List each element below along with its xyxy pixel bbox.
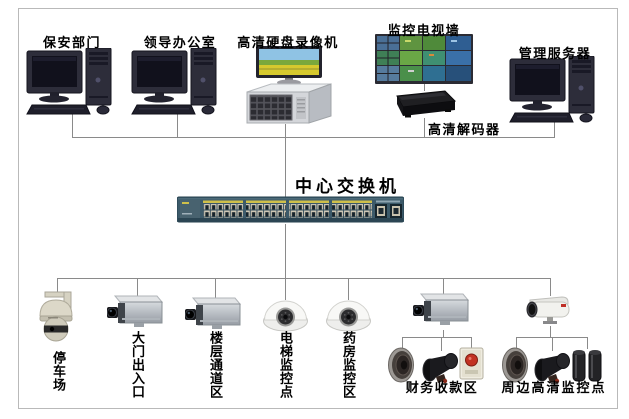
connector-line xyxy=(516,337,517,348)
connector-sub-bus-perimeter xyxy=(516,337,587,338)
workstation-icon xyxy=(509,56,595,123)
dome-camera-icon xyxy=(326,300,371,332)
device-security-dept xyxy=(26,48,118,116)
device-mgmt-server xyxy=(509,56,601,124)
monitor-wall-icon xyxy=(375,34,473,84)
label-gate: 大门出入口 xyxy=(130,331,145,399)
connector-sub-bus-finance xyxy=(402,337,472,338)
label-center-switch: 中心交换机 xyxy=(295,177,400,196)
network-switch-icon xyxy=(177,196,404,223)
connector-line xyxy=(424,83,425,91)
label-hd-dvr: 高清硬盘录像机 xyxy=(237,35,339,50)
device-hd-dvr xyxy=(243,46,335,126)
connector-line xyxy=(285,224,286,278)
connector-line xyxy=(424,118,425,137)
device-parking-camera xyxy=(33,291,83,349)
connector-line xyxy=(443,278,444,294)
connector-line xyxy=(552,337,553,351)
alarm-button-icon xyxy=(459,347,484,380)
label-corridor: 楼层通道区 xyxy=(208,331,223,399)
connector-line xyxy=(441,337,442,351)
connector-line xyxy=(554,122,555,137)
ir-detector-icon xyxy=(572,350,602,382)
siren-icon xyxy=(422,353,458,384)
device-corridor-camera xyxy=(184,296,246,334)
connector-line xyxy=(348,278,349,300)
label-finance: 财务收款区 xyxy=(405,380,479,395)
dvr-icon xyxy=(246,46,332,124)
label-hd-decoder: 高清解码器 xyxy=(428,122,501,137)
connector-line xyxy=(443,330,444,337)
workstation-icon xyxy=(131,48,217,115)
box-camera-icon xyxy=(107,295,164,327)
siren-icon xyxy=(534,353,570,384)
connector-line xyxy=(285,124,286,197)
device-center-switch xyxy=(177,196,404,224)
connector-line xyxy=(402,337,403,348)
connector-line xyxy=(550,326,551,337)
peripheral-perimeter-speaker xyxy=(502,346,531,384)
box-camera-icon xyxy=(413,293,470,325)
device-gate-camera xyxy=(106,294,168,332)
connector-line xyxy=(550,278,551,296)
label-elevator: 电梯监控点 xyxy=(278,331,293,399)
connector-line xyxy=(285,278,286,300)
label-pharmacy: 药房监控区 xyxy=(341,331,356,399)
peripheral-finance-speaker xyxy=(388,346,417,384)
workstation-icon xyxy=(26,48,112,115)
device-perimeter-camera xyxy=(522,294,578,328)
connector-line xyxy=(177,114,178,137)
device-leader-office xyxy=(131,48,223,116)
peripheral-perimeter-ir-detectors xyxy=(572,347,602,383)
dome-camera-icon xyxy=(263,300,308,332)
label-parking: 停车场 xyxy=(51,351,66,392)
label-security-dept: 保安部门 xyxy=(42,35,101,50)
label-mgmt-server: 管理服务器 xyxy=(518,46,592,61)
label-leader-office: 领导办公室 xyxy=(143,35,217,50)
peripheral-perimeter-siren xyxy=(534,349,571,386)
device-tv-wall xyxy=(375,34,473,84)
label-tv-wall: 监控电视墙 xyxy=(387,23,461,38)
connector-line xyxy=(57,278,58,292)
connector-bus-top xyxy=(72,137,555,138)
connector-line xyxy=(587,337,588,349)
connector-line xyxy=(215,278,216,298)
peripheral-finance-alarm-button xyxy=(459,347,484,381)
peripheral-finance-siren xyxy=(422,349,459,386)
connector-line xyxy=(72,114,73,137)
speaker-icon xyxy=(502,347,528,383)
connector-line xyxy=(137,278,138,296)
diagram-border xyxy=(18,8,618,409)
box-camera-icon xyxy=(185,297,242,329)
connector-line xyxy=(471,337,472,349)
device-finance-camera xyxy=(412,292,474,330)
device-hd-decoder xyxy=(389,88,459,120)
device-pharmacy-camera xyxy=(325,298,372,332)
label-perimeter: 周边高清监控点 xyxy=(501,380,607,395)
speaker-icon xyxy=(388,347,414,383)
connector-bus-bottom xyxy=(57,278,550,279)
bullet-camera-icon xyxy=(526,296,570,324)
device-elevator-camera xyxy=(262,298,309,332)
decoder-icon xyxy=(396,90,457,118)
ptz-dome-camera-icon xyxy=(39,291,73,342)
